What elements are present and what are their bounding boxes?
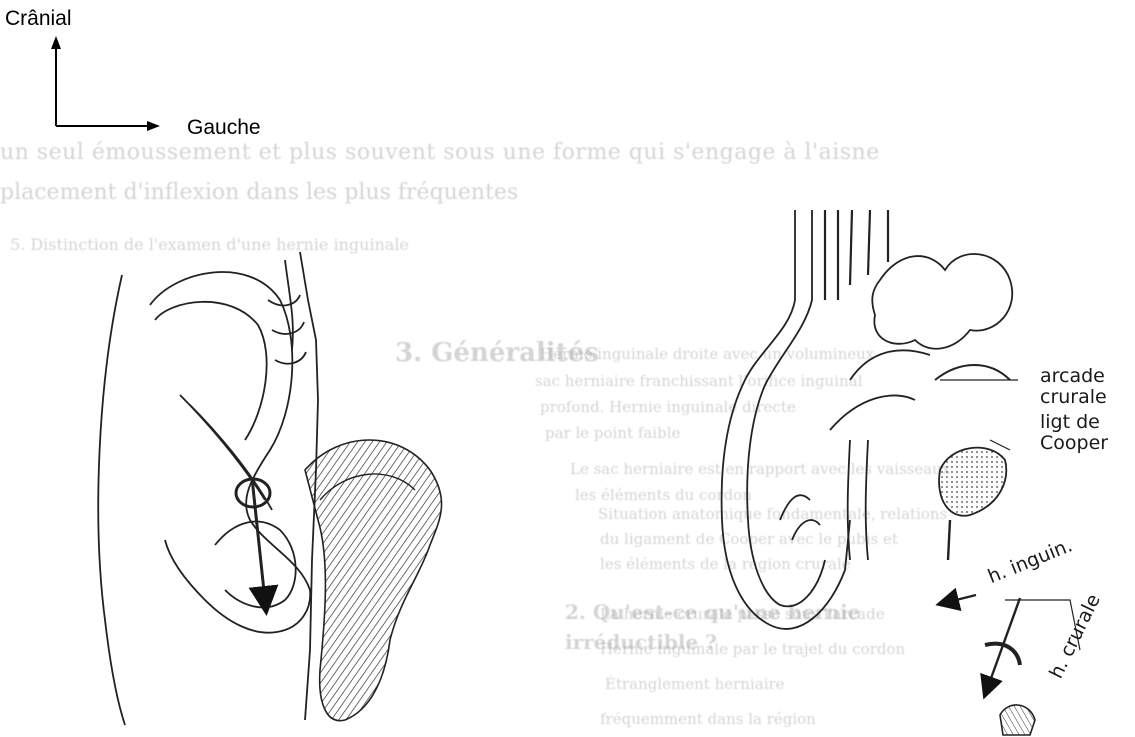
abdominal-wall-layers [825, 210, 888, 300]
hernia-sac-mass [305, 440, 442, 721]
inguinal-arrow [940, 595, 976, 604]
vertebrae-marks [268, 295, 306, 364]
cooper-ligament-section [939, 448, 1006, 516]
cooper-leader [990, 440, 1010, 450]
body-contour [98, 275, 125, 725]
label-cooper-1: ligt de [1040, 411, 1100, 433]
inner-peritoneum [747, 210, 825, 606]
crural-ring-section [1000, 705, 1035, 735]
bowel-loops [872, 254, 1012, 349]
right-figure-canals [722, 210, 1080, 695]
spermatic-cord [848, 440, 868, 560]
label-arcade-1: arcade [1040, 365, 1105, 387]
outer-peritoneum [722, 210, 850, 629]
label-cooper-2: Cooper [1040, 432, 1108, 454]
cord-branches [780, 495, 820, 540]
inguinal-canal [830, 350, 930, 430]
left-figure-pelvis-hernia [98, 252, 318, 725]
iliac-inner-contour [155, 302, 267, 440]
arcade-curve [935, 365, 1010, 380]
label-arcade-2: crurale [1040, 386, 1107, 408]
pubis [215, 522, 296, 608]
inguinal-guide [948, 520, 950, 560]
